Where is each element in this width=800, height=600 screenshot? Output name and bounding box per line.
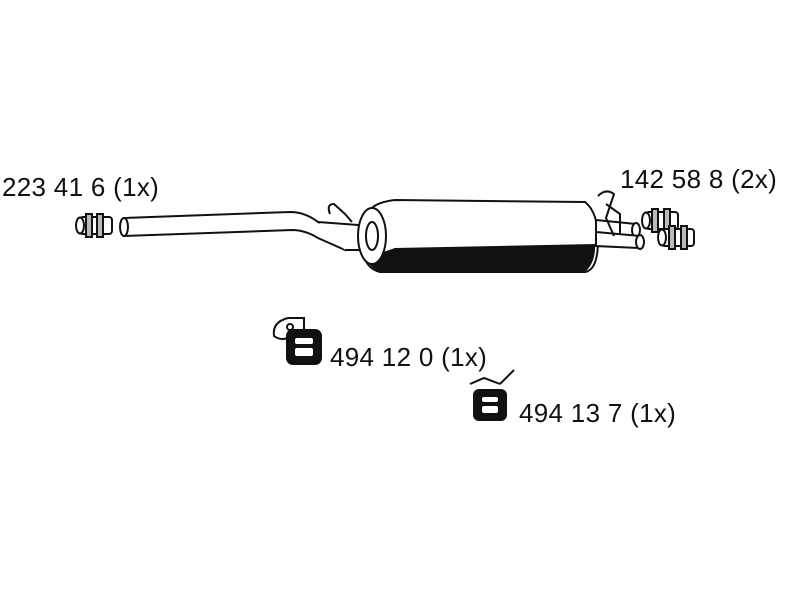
part-label-hanger-a: 494 12 0 (1x) (330, 342, 488, 372)
part-label-hanger-b: 494 13 7 (1x) (519, 398, 677, 428)
rubber-hanger-icon (272, 317, 322, 365)
front-pipe (123, 210, 346, 252)
hanger-wire-right (597, 190, 616, 237)
pipe-open-end (119, 217, 129, 237)
pipe-clamp-icon (641, 208, 695, 250)
muffler-shade (366, 244, 596, 272)
pipe-clamp-icon (75, 213, 113, 238)
tailpipe-lower (595, 230, 641, 250)
muffler-icon (119, 190, 645, 273)
hanger-wire-left (327, 202, 353, 223)
part-label-clamp-left: 223 41 6 (1x) (2, 172, 160, 202)
rubber-hanger-icon (469, 369, 515, 421)
part-label-clamp-right: 142 58 8 (2x) (620, 164, 778, 194)
